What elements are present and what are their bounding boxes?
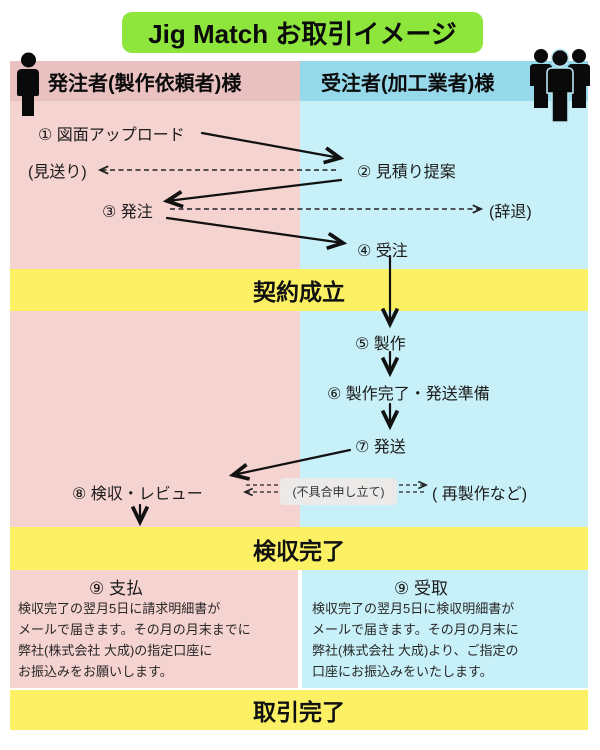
step-receive: ⑨ 受取 xyxy=(394,579,448,598)
pay-note-orderer: 検収完了の翌月5日に請求明細書が メールで届きます。その月の月末までに 弊社(株… xyxy=(18,598,251,682)
contractor-header-label: 受注者(加工業者)様 xyxy=(321,72,495,95)
step-pay: ⑨ 支払 xyxy=(89,579,143,598)
pay-note-orderer-line2: メールで届きます。その月の月末までに xyxy=(18,622,251,637)
pay-note-contractor-line4: 口座にお振込みをいたします。 xyxy=(312,664,493,679)
milestone-inspection-done: 検収完了 xyxy=(10,527,588,570)
step-remake: ( 再製作など) xyxy=(432,486,528,503)
step-order: ③ 発注 xyxy=(102,204,153,221)
pay-note-contractor-line3: 弊社(株式会社 大成)より、ご指定の xyxy=(312,643,519,658)
step-accept: ④ 受注 xyxy=(357,243,408,260)
step-inspection: ⑧ 検収・レビュー xyxy=(72,486,203,503)
milestone-contract: 契約成立 xyxy=(10,269,588,311)
step-ready: ⑥ 製作完了・発送準備 xyxy=(327,386,490,403)
orderer-header-label: 発注者(製作依頼者)様 xyxy=(48,72,242,95)
pay-note-orderer-line1: 検収完了の翌月5日に請求明細書が xyxy=(18,601,221,616)
step-production: ⑤ 製作 xyxy=(355,336,406,353)
contractor-column-top xyxy=(300,101,588,269)
contractor-column-bottom xyxy=(302,570,588,688)
step-estimate: ② 見積り提案 xyxy=(357,164,456,181)
page-title: Jig Match お取引イメージ xyxy=(122,12,483,53)
pay-note-orderer-line4: お振込みをお願いします。 xyxy=(18,664,173,679)
group-person-icon xyxy=(530,48,590,123)
orderer-header: 発注者(製作依頼者)様 xyxy=(10,61,300,101)
pay-note-contractor-line2: メールで届きます。その月の月末に xyxy=(312,622,519,637)
step-decline: (辞退) xyxy=(489,204,532,221)
pay-note-contractor-line1: 検収完了の翌月5日に検収明細書が xyxy=(312,601,515,616)
claim-note: (不具合申し立て) xyxy=(280,478,397,505)
step-skip: (見送り) xyxy=(28,164,87,181)
step-ship: ⑦ 発送 xyxy=(355,439,406,456)
step-upload: ① 図面アップロード xyxy=(38,127,185,144)
single-person-icon xyxy=(17,52,39,116)
orderer-column-bottom xyxy=(10,570,298,688)
milestone-transaction-done: 取引完了 xyxy=(10,690,588,730)
pay-note-orderer-line3: 弊社(株式会社 大成)の指定口座に xyxy=(18,643,213,658)
pay-note-contractor: 検収完了の翌月5日に検収明細書が メールで届きます。その月の月末に 弊社(株式会… xyxy=(312,598,519,682)
